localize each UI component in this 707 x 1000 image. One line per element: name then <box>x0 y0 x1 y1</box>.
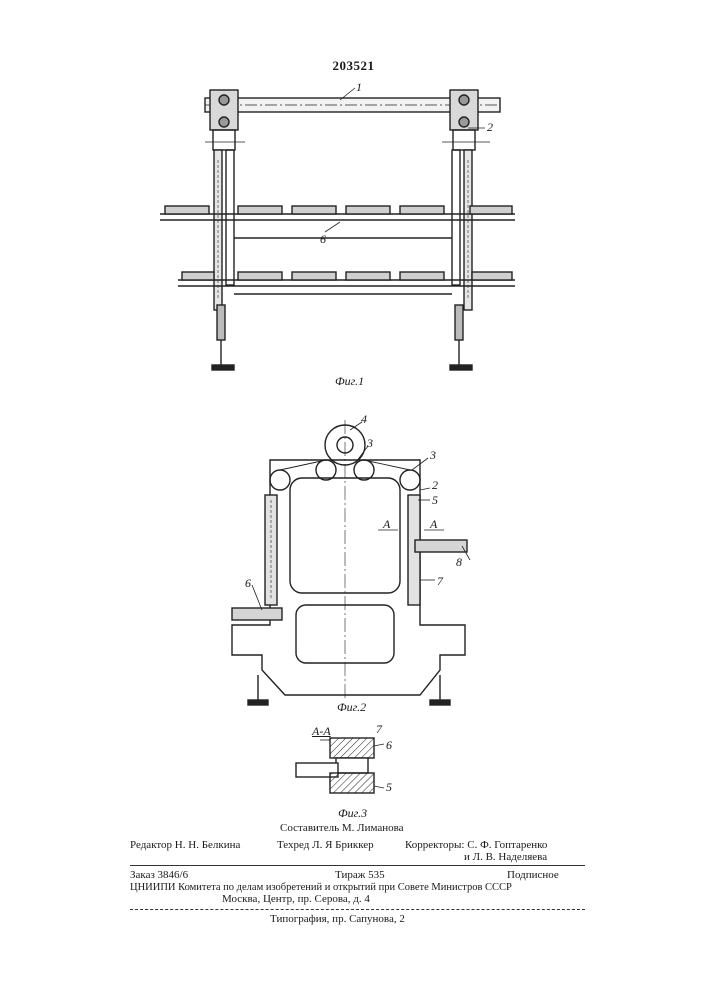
fig3-label-7: 7 <box>376 722 382 737</box>
fig1-label-1: 1 <box>356 80 362 95</box>
compiler: Составитель М. Лиманова <box>280 822 404 835</box>
fig3-section-label: А-А <box>312 724 331 739</box>
subscription: Подписное <box>507 869 559 882</box>
divider-1 <box>130 865 585 866</box>
fig3-label-6: 6 <box>386 738 392 753</box>
fig2-label-6: 6 <box>245 576 251 591</box>
fig2-label-8: 8 <box>456 555 462 570</box>
fig2-label-2: 2 <box>432 478 438 493</box>
figure-1-drawing <box>0 0 707 400</box>
figure-2-drawing <box>0 400 707 730</box>
fig3-caption: Фиг.3 <box>338 806 367 821</box>
fig2-label-4: 4 <box>361 412 367 427</box>
fig2-label-3a: 3 <box>367 436 373 451</box>
correctors-line-2: и Л. В. Наделяева <box>464 851 547 864</box>
divider-2 <box>130 909 585 910</box>
fig2-caption: Фиг.2 <box>337 700 366 715</box>
address: Москва, Центр, пр. Серова, д. 4 <box>222 893 370 906</box>
editor: Редактор Н. Н. Белкина <box>130 839 240 852</box>
fig1-label-6: 6 <box>320 232 326 247</box>
fig1-label-2: 2 <box>487 120 493 135</box>
printer: Типография, пр. Сапунова, 2 <box>270 913 405 926</box>
fig2-label-3b: 3 <box>430 448 436 463</box>
fig2-label-a-left: А <box>383 517 390 532</box>
fig2-label-5: 5 <box>432 493 438 508</box>
fig1-caption: Фиг.1 <box>335 374 364 389</box>
fig2-label-a-right: А <box>430 517 437 532</box>
fig3-label-5: 5 <box>386 780 392 795</box>
fig2-label-7: 7 <box>437 574 443 589</box>
techred: Техред Л. Я Бриккер <box>277 839 374 852</box>
